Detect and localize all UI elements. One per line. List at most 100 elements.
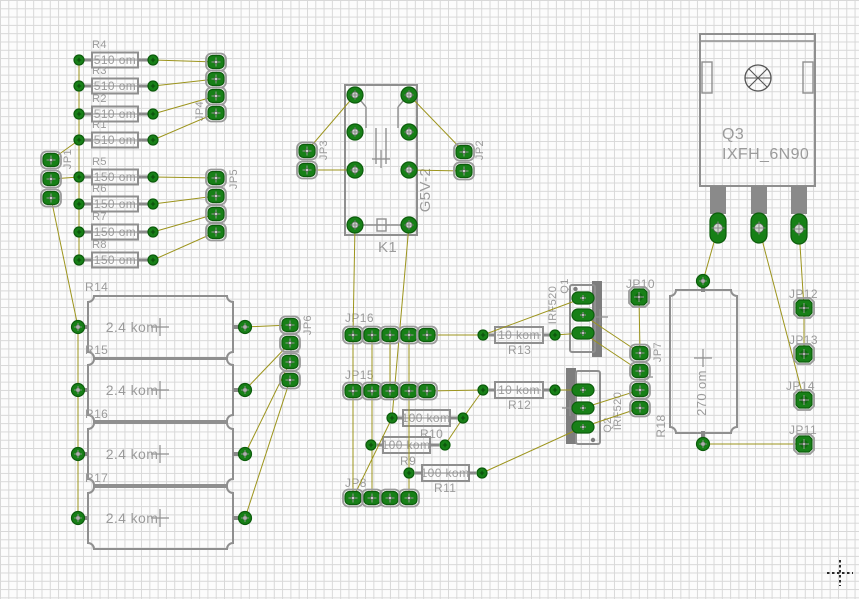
pad-r1-left[interactable] bbox=[73, 134, 85, 146]
transistor-Q1[interactable]: IRF520 Q1 bbox=[547, 278, 608, 357]
pad-jp8-4[interactable] bbox=[398, 488, 420, 508]
transistor-Q3[interactable]: Q3 IXFH_6N90 bbox=[699, 33, 816, 214]
pad-jp4-3[interactable] bbox=[205, 86, 227, 106]
pad-r17-left[interactable] bbox=[70, 510, 86, 526]
pad-jp2-1[interactable] bbox=[453, 142, 475, 162]
pad-jp4-4[interactable] bbox=[205, 103, 227, 123]
resistor-R18[interactable]: R18 270 om bbox=[654, 285, 738, 440]
pad-jp11[interactable] bbox=[793, 433, 815, 455]
pad-r6-left[interactable] bbox=[73, 198, 85, 210]
pad-r2-right[interactable] bbox=[147, 108, 159, 120]
pad-jp7-1[interactable] bbox=[629, 343, 651, 363]
pad-r2-left[interactable] bbox=[73, 108, 85, 120]
pad-r12-left[interactable] bbox=[477, 384, 489, 396]
pad-r4-left[interactable] bbox=[73, 54, 85, 66]
pad-jp15-3[interactable] bbox=[379, 381, 401, 401]
pad-q3-drain[interactable] bbox=[750, 212, 768, 244]
pad-k1-3[interactable] bbox=[346, 123, 364, 141]
pad-jp7-4[interactable] bbox=[629, 398, 651, 418]
pad-q3-gate[interactable] bbox=[709, 212, 727, 244]
pad-jp1-1[interactable] bbox=[40, 150, 62, 170]
resistor-R4[interactable]: R4 510 om bbox=[84, 39, 148, 69]
pad-r7-left[interactable] bbox=[73, 226, 85, 238]
resistor-R9[interactable]: R9 100 kom bbox=[377, 436, 439, 468]
pad-q1-gate[interactable] bbox=[571, 291, 595, 305]
pad-jp16-4[interactable] bbox=[398, 325, 420, 345]
pad-r15-left[interactable] bbox=[70, 382, 86, 398]
pad-k1-8[interactable] bbox=[400, 216, 418, 234]
pad-r18-top[interactable] bbox=[695, 273, 711, 289]
resistor-R1[interactable]: R1 510 om bbox=[84, 119, 148, 149]
pad-r11-left[interactable] bbox=[403, 467, 415, 479]
pad-jp15-1[interactable] bbox=[342, 381, 364, 401]
resistor-R11[interactable]: R11 100 kom bbox=[415, 464, 476, 495]
pad-r12-right[interactable] bbox=[549, 384, 561, 396]
pad-k1-6[interactable] bbox=[400, 161, 418, 179]
pad-jp16-5[interactable] bbox=[416, 325, 438, 345]
pad-k1-7[interactable] bbox=[346, 216, 364, 234]
pad-q2-gate[interactable] bbox=[571, 383, 595, 397]
resistor-R12[interactable]: R12 10 kom bbox=[489, 381, 550, 412]
pad-r8-left[interactable] bbox=[73, 254, 85, 266]
pad-k1-1[interactable] bbox=[346, 86, 364, 104]
resistor-R5[interactable]: R5 150 om bbox=[84, 156, 148, 186]
pad-r5-left[interactable] bbox=[73, 171, 85, 183]
pad-r13-left[interactable] bbox=[477, 329, 489, 341]
pad-r9-right[interactable] bbox=[439, 439, 451, 451]
pad-r3-left[interactable] bbox=[73, 80, 85, 92]
pad-r16-left[interactable] bbox=[70, 446, 86, 462]
pad-r9-left[interactable] bbox=[365, 439, 377, 451]
pad-jp8-2[interactable] bbox=[361, 488, 383, 508]
pad-jp16-3[interactable] bbox=[379, 325, 401, 345]
resistor-R7[interactable]: R7 150 om bbox=[84, 211, 148, 241]
relay-K1[interactable]: K1 G5V-2 bbox=[344, 84, 434, 256]
pad-r14-right[interactable] bbox=[237, 319, 253, 335]
pad-r14-left[interactable] bbox=[70, 319, 86, 335]
pad-jp3-1[interactable] bbox=[296, 141, 318, 161]
pad-k1-5[interactable] bbox=[346, 161, 364, 179]
transistor-Q2[interactable]: Q2 IRF520 bbox=[562, 368, 624, 445]
pad-r5-right[interactable] bbox=[147, 171, 159, 183]
pad-jp12[interactable] bbox=[793, 297, 815, 319]
pad-jp5-2[interactable] bbox=[205, 186, 227, 206]
pad-q3-source[interactable] bbox=[790, 213, 808, 245]
pad-r16-right[interactable] bbox=[237, 446, 253, 462]
pad-r8-right[interactable] bbox=[147, 254, 159, 266]
pad-jp1-3[interactable] bbox=[40, 188, 62, 208]
pad-jp15-4[interactable] bbox=[398, 381, 420, 401]
pad-q1-source[interactable] bbox=[571, 326, 595, 340]
resistor-R2[interactable]: R2 510 om bbox=[84, 93, 148, 123]
pad-jp7-3[interactable] bbox=[629, 380, 651, 400]
pad-jp4-2[interactable] bbox=[205, 69, 227, 89]
pad-r10-right[interactable] bbox=[457, 412, 469, 424]
pad-jp15-5[interactable] bbox=[416, 381, 438, 401]
pad-r17-right[interactable] bbox=[237, 510, 253, 526]
resistor-R6[interactable]: R6 150 om bbox=[84, 183, 148, 213]
pad-k1-2[interactable] bbox=[400, 86, 418, 104]
pad-jp14[interactable] bbox=[793, 389, 815, 411]
pad-jp16-2[interactable] bbox=[361, 325, 383, 345]
pad-jp4-1[interactable] bbox=[205, 52, 227, 72]
pad-q1-drain[interactable] bbox=[571, 308, 595, 322]
pad-jp6-4[interactable] bbox=[279, 370, 301, 390]
pad-r18-bottom[interactable] bbox=[695, 436, 711, 452]
pad-jp13[interactable] bbox=[793, 343, 815, 365]
resistor-R8[interactable]: R8 150 om bbox=[84, 239, 148, 269]
pad-r4-right[interactable] bbox=[147, 54, 159, 66]
pad-q2-drain[interactable] bbox=[571, 401, 595, 415]
pad-k1-4[interactable] bbox=[400, 123, 418, 141]
pad-r11-right[interactable] bbox=[476, 467, 488, 479]
pad-jp5-1[interactable] bbox=[205, 168, 227, 188]
pad-r13-right[interactable] bbox=[549, 329, 561, 341]
pad-jp6-3[interactable] bbox=[279, 352, 301, 372]
pad-jp15-2[interactable] bbox=[361, 381, 383, 401]
resistor-R17[interactable]: R17 2.4 kom bbox=[80, 471, 242, 550]
resistor-R13[interactable]: R13 10 kom bbox=[489, 326, 550, 357]
pad-jp5-4[interactable] bbox=[205, 222, 227, 242]
pad-jp8-3[interactable] bbox=[379, 488, 401, 508]
pad-jp6-1[interactable] bbox=[279, 315, 301, 335]
pad-jp3-2[interactable] bbox=[296, 160, 318, 180]
pad-jp6-2[interactable] bbox=[279, 333, 301, 353]
pad-jp16-1[interactable] bbox=[342, 325, 364, 345]
